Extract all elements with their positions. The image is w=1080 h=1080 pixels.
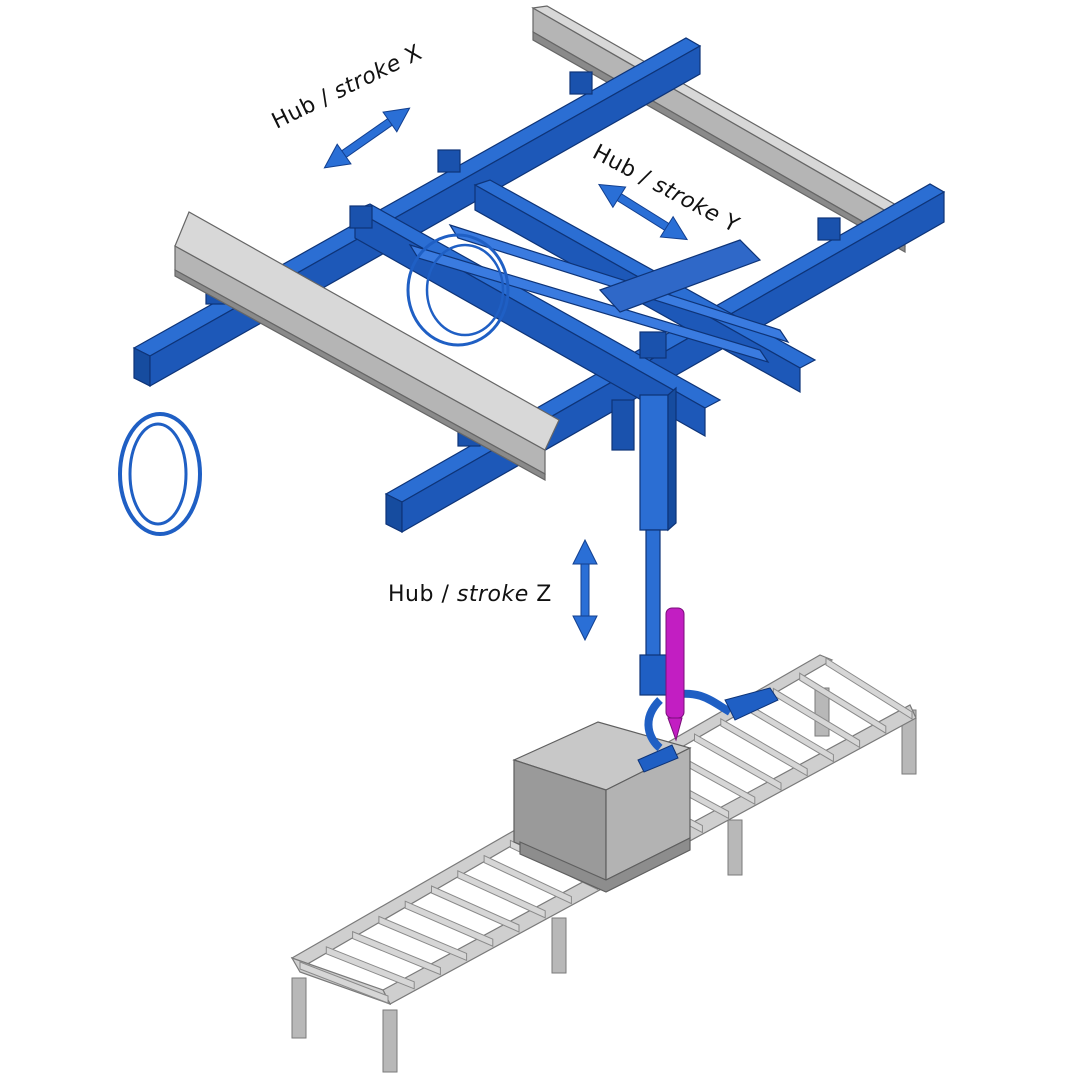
x-double-arrow-icon [323, 107, 411, 169]
workpiece-box [512, 721, 692, 893]
conveyor-roller [299, 961, 389, 1004]
conveyor-roller [352, 930, 441, 976]
conveyor-leg [382, 1009, 398, 1073]
conveyor-leg [727, 819, 743, 876]
i-beam-rail-front [174, 211, 560, 482]
conveyor-roller [431, 885, 520, 933]
conveyor-roller [825, 657, 913, 720]
stroke-z-axis: Z [528, 582, 552, 607]
conveyor-roller [404, 900, 494, 947]
stroke-z-hub: Hub [388, 582, 434, 607]
conveyor-roller [799, 672, 887, 735]
y-double-arrow-icon [597, 183, 689, 241]
z-double-arrow-icon [572, 538, 598, 642]
stroke-z-label: Hub / stroke Z [388, 582, 552, 607]
magenta-tool-icon [665, 607, 685, 719]
z-axis-column [639, 394, 669, 531]
stroke-z-sep: / [433, 582, 457, 607]
conveyor-roller [720, 717, 808, 777]
conveyor-roller [483, 854, 572, 905]
conveyor-roller [694, 733, 782, 791]
conveyor-roller [378, 915, 468, 962]
conveyor-leg [551, 917, 567, 974]
stroke-z-stroke: stroke [456, 582, 529, 607]
conveyor-roller [325, 946, 415, 990]
conveyor-leg [291, 977, 307, 1039]
conveyor-roller [457, 870, 546, 919]
tool-assembly [637, 607, 779, 773]
